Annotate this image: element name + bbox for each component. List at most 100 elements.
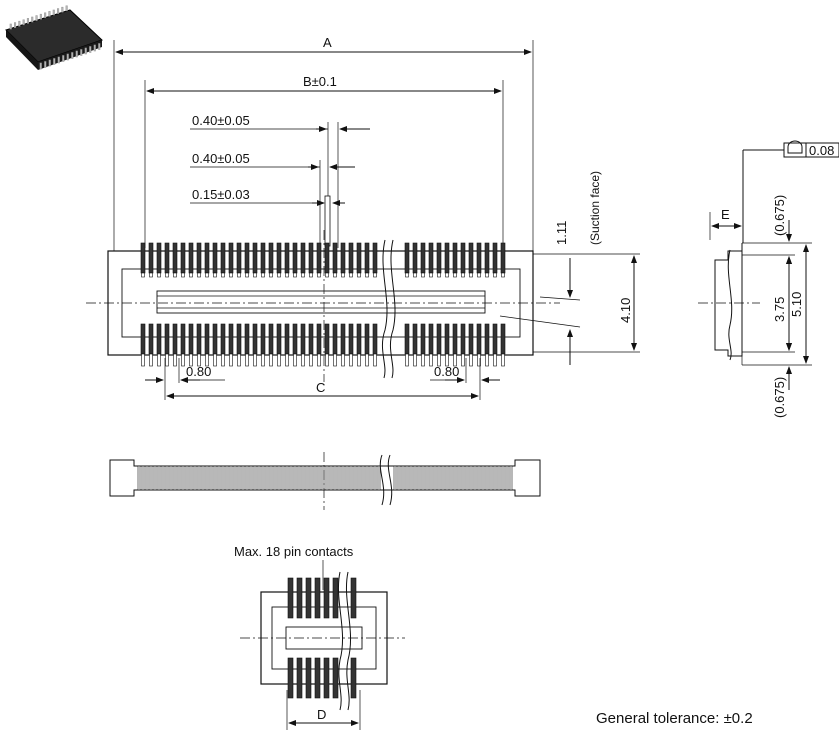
dim-width-label: 0.15±0.03	[192, 187, 250, 202]
pin	[309, 353, 313, 367]
pin	[285, 353, 289, 367]
pin	[164, 242, 170, 274]
pin	[292, 323, 298, 355]
pin	[44, 12, 47, 19]
pin	[140, 242, 146, 274]
pin	[213, 353, 217, 367]
pin	[261, 465, 265, 491]
pin	[165, 353, 169, 367]
pin	[301, 353, 305, 367]
pin	[149, 272, 153, 278]
pin	[309, 465, 313, 491]
pin	[409, 465, 413, 491]
pin	[252, 242, 258, 274]
pin	[156, 242, 162, 274]
pin	[285, 272, 289, 278]
pin	[229, 465, 233, 491]
pin	[260, 323, 266, 355]
dim-a-label: A	[323, 35, 332, 50]
dim-b-label: B±0.1	[303, 74, 337, 89]
pin	[329, 465, 333, 491]
pin	[317, 272, 321, 278]
pin	[372, 323, 378, 355]
pin	[265, 465, 269, 491]
pin	[164, 323, 170, 355]
dim-pitch2-label: 0.40±0.05	[192, 151, 250, 166]
pin	[369, 465, 373, 491]
pin	[341, 272, 345, 278]
pin	[420, 242, 426, 274]
pin	[35, 15, 38, 21]
pin	[56, 8, 60, 14]
pin	[325, 465, 329, 491]
pin	[221, 465, 225, 491]
pin	[421, 353, 425, 367]
flatness-label: 0.08	[809, 143, 834, 158]
pin	[177, 465, 181, 491]
pin	[372, 242, 378, 274]
pin	[484, 242, 490, 274]
photo-pins	[9, 5, 101, 70]
pin	[244, 242, 250, 274]
pin	[412, 323, 418, 355]
pin	[433, 465, 437, 491]
pin	[220, 242, 226, 274]
pin	[197, 465, 201, 491]
pin	[157, 353, 161, 367]
pin	[429, 353, 433, 367]
pin	[348, 242, 354, 274]
pin	[453, 465, 457, 491]
pin	[157, 465, 161, 491]
pin	[277, 353, 281, 367]
side-view	[109, 452, 541, 510]
pin	[365, 272, 369, 278]
dim-410-label: 4.10	[618, 298, 633, 323]
pin	[349, 272, 353, 278]
pin	[373, 465, 377, 491]
pin	[62, 55, 65, 62]
pin	[484, 323, 490, 355]
pin	[301, 272, 305, 278]
suction-face-label: (Suction face)	[588, 171, 602, 245]
pin	[66, 53, 69, 61]
pin	[445, 272, 449, 278]
pin	[404, 242, 410, 274]
pin	[476, 323, 482, 355]
pin	[317, 465, 321, 491]
pin	[445, 353, 449, 367]
pin	[141, 353, 145, 367]
pin	[241, 465, 245, 491]
pin	[173, 465, 177, 491]
pin	[316, 242, 322, 274]
pin	[461, 353, 465, 367]
pin	[337, 465, 341, 491]
pin	[437, 353, 441, 367]
pin	[236, 242, 242, 274]
pin	[269, 353, 273, 367]
small-view: Max. 18 pin contacts D	[234, 544, 405, 730]
pin	[341, 465, 345, 491]
pin	[293, 353, 297, 367]
pin	[145, 465, 149, 491]
pin	[468, 323, 474, 355]
pin	[228, 242, 234, 274]
pin	[305, 657, 312, 699]
pin	[52, 9, 55, 16]
pin	[39, 13, 42, 20]
pin	[377, 465, 381, 491]
pin	[269, 465, 273, 491]
pin	[489, 465, 493, 491]
dim-375-label: 3.75	[772, 297, 787, 322]
pin	[436, 323, 442, 355]
pin	[364, 323, 370, 355]
small-pins-lower	[287, 657, 357, 699]
pin	[469, 353, 473, 367]
pin	[233, 465, 237, 491]
pin	[181, 465, 185, 491]
dim-pitch1-label: 0.40±0.05	[192, 113, 250, 128]
pin	[452, 242, 458, 274]
pin	[308, 242, 314, 274]
pin	[500, 242, 506, 274]
pin	[14, 22, 17, 28]
pin	[457, 465, 461, 491]
